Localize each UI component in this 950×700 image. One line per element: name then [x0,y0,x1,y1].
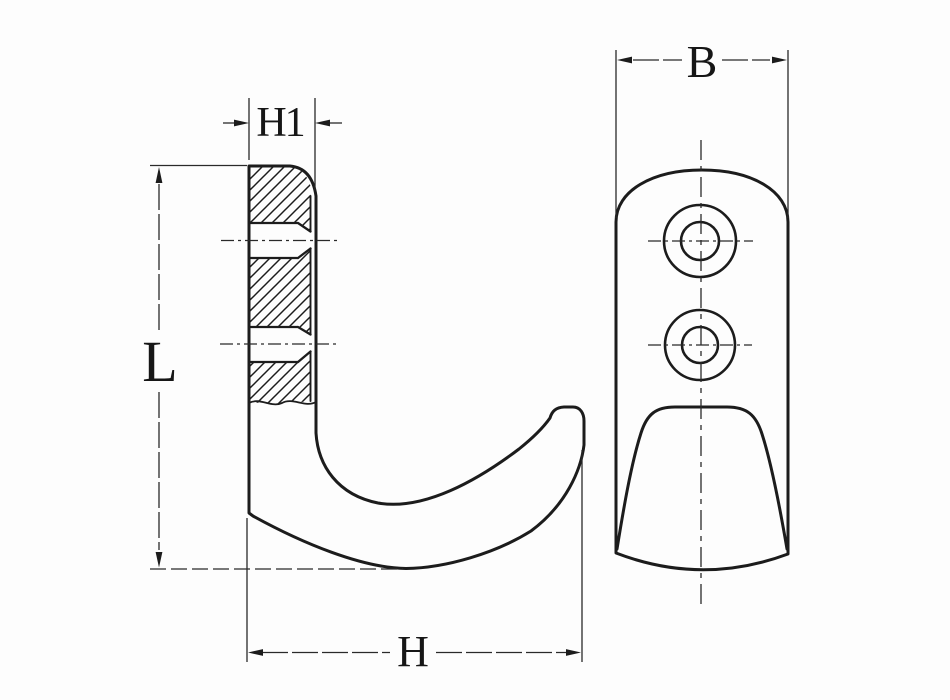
hook-outline [247,164,586,570]
hole2-edges [247,325,312,364]
break-line [248,400,317,406]
dimension-label-b: B [687,36,718,87]
section-hatch-top [250,166,311,232]
dimension-h1: H1 [223,98,342,190]
h-arrow-left [248,649,263,656]
front-plate-outline [614,168,790,572]
h1-extension-lines [248,98,316,190]
dimension-h: H [246,450,583,676]
front-hook-bell [615,405,789,551]
b-extension-lines [615,50,789,218]
l-arrow-down [155,552,163,568]
h1-arrow-right [315,119,330,127]
h1-arrow-left [234,119,249,127]
section-hatch-middle [250,248,311,335]
front-view: B [614,36,790,608]
dimension-label-l: L [142,329,177,394]
hole1-edges [247,221,312,260]
h-arrow-right [566,649,581,656]
dimension-l: L [142,164,403,570]
dimension-b: B [615,36,789,218]
screw-hole-top-counterbore [662,203,738,279]
side-view: H1 L H [142,98,586,676]
l-arrow-up [155,167,163,183]
b-arrow-right [772,56,787,64]
dimension-label-h1: H1 [256,100,303,146]
dimension-label-h: H [397,627,429,676]
section-hatch-bottom [250,351,311,405]
b-arrow-left [617,56,632,64]
